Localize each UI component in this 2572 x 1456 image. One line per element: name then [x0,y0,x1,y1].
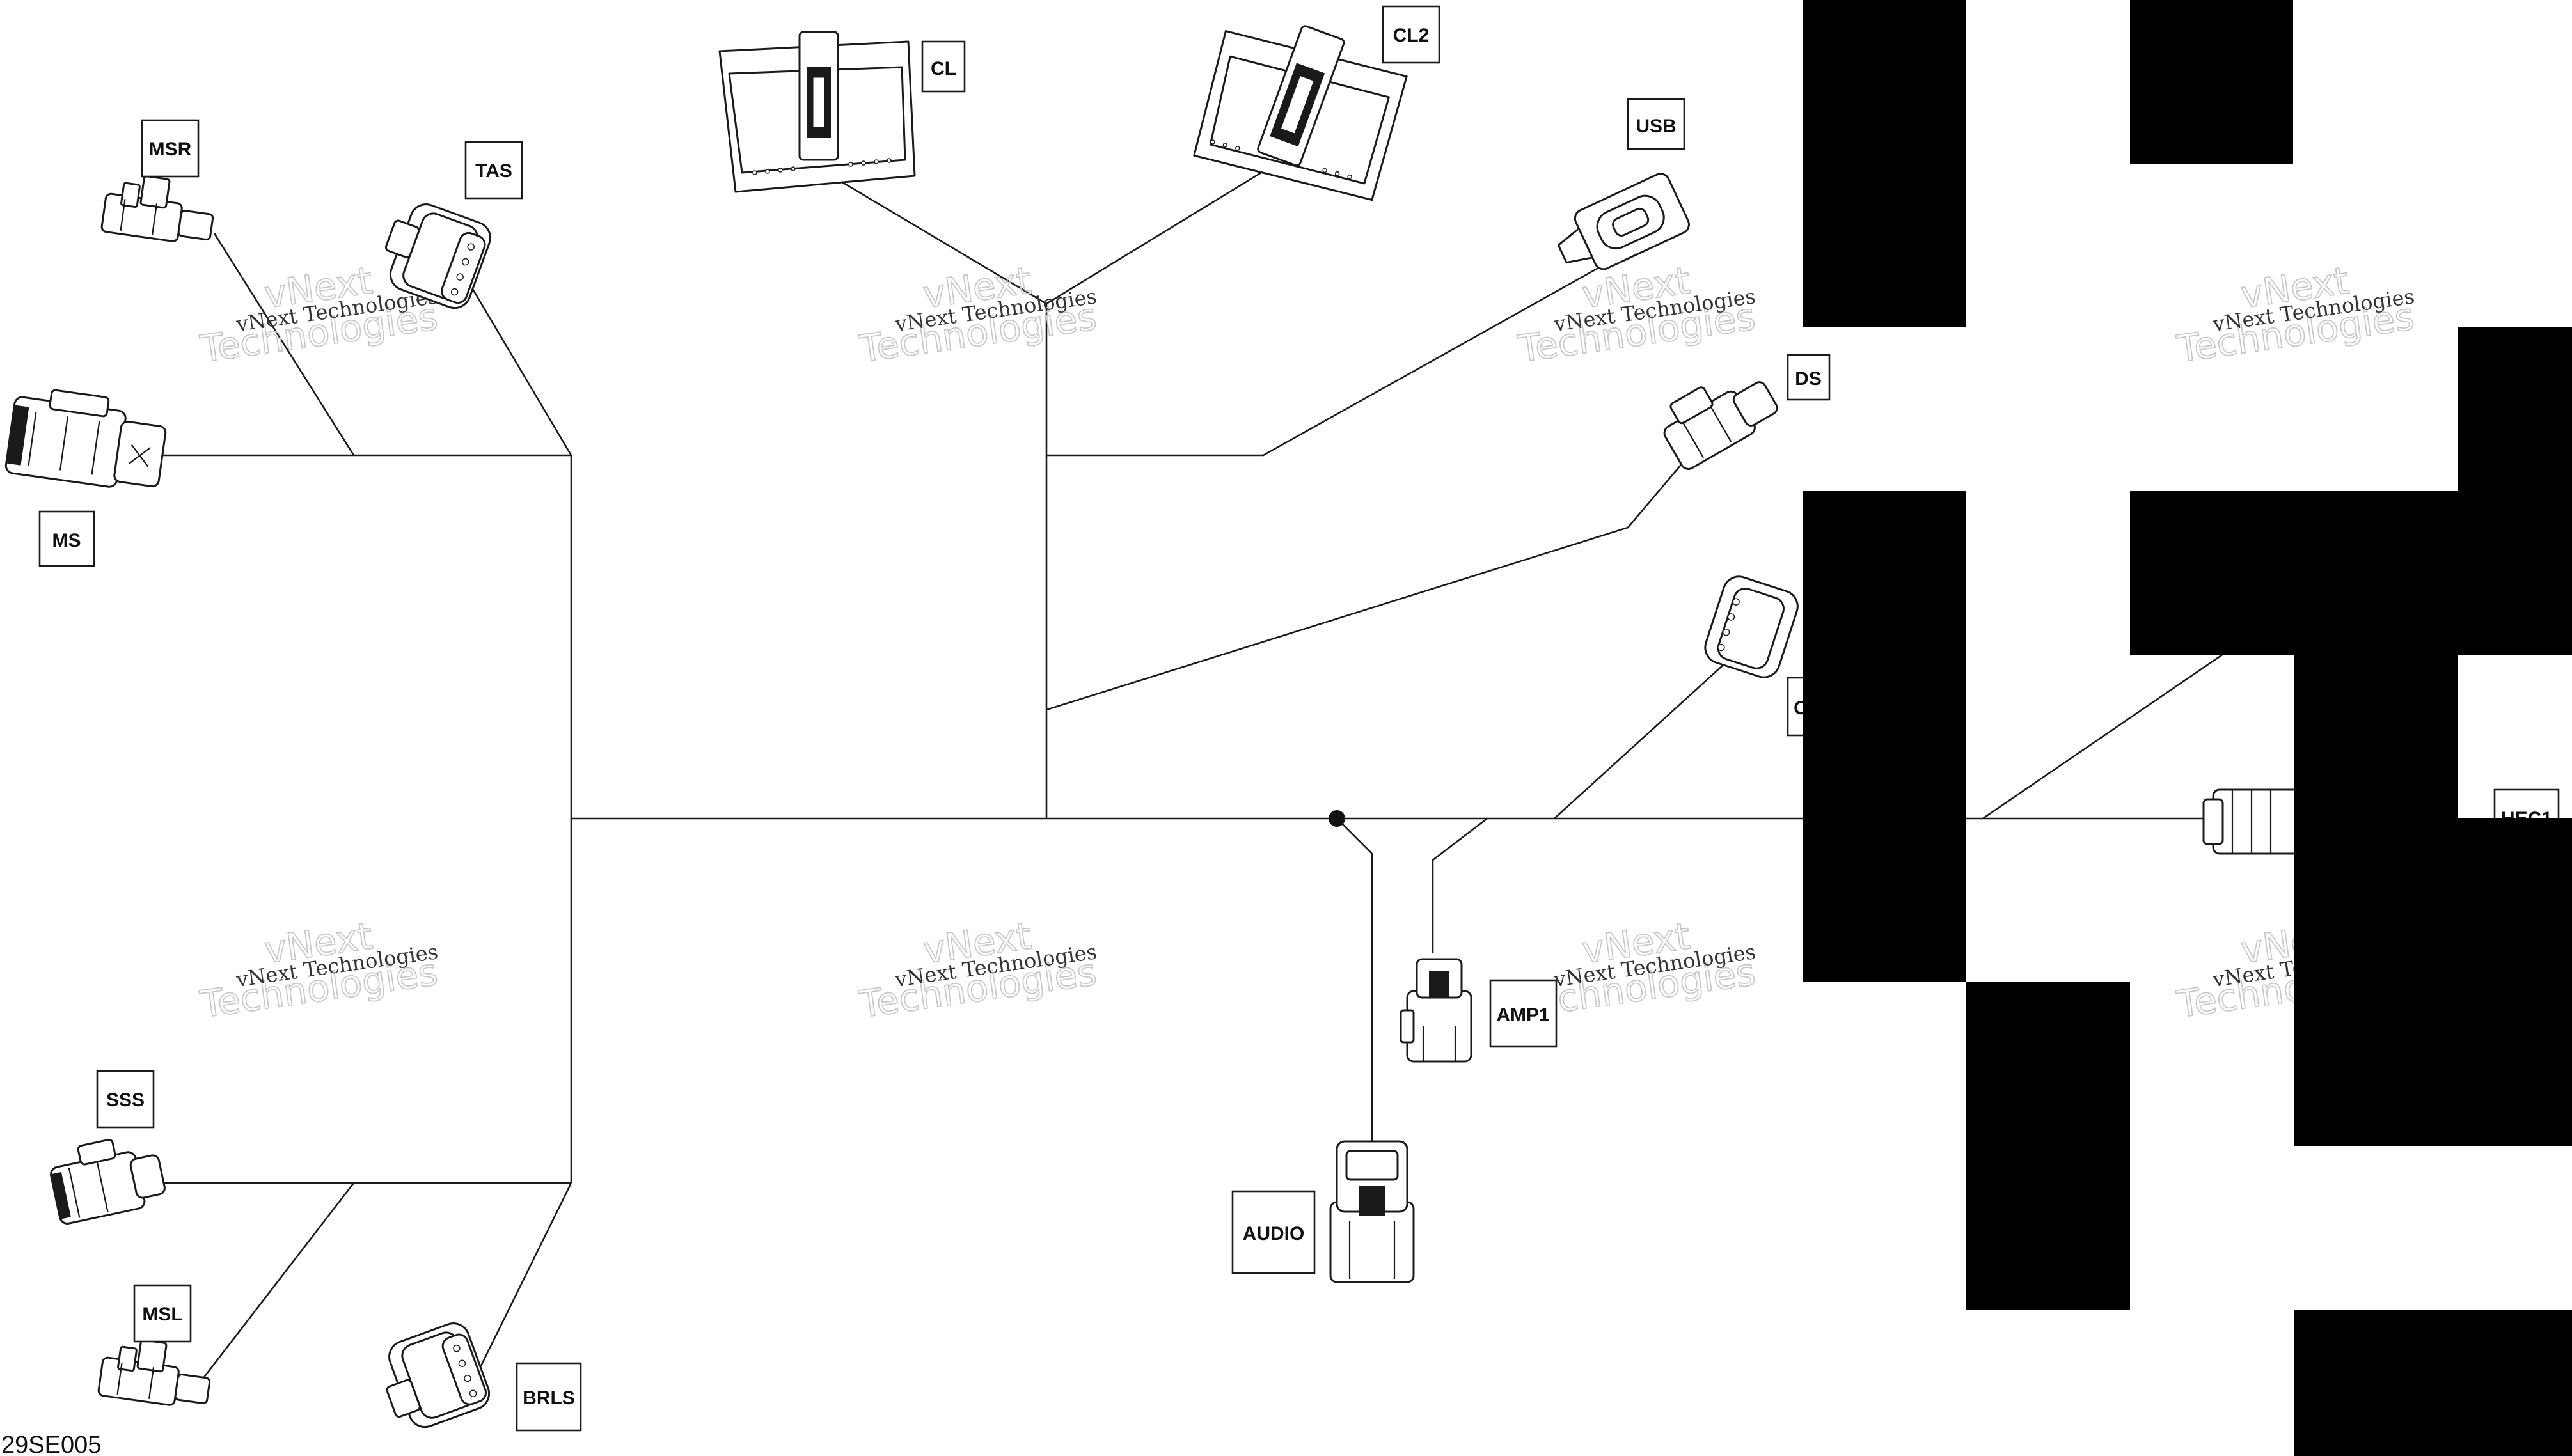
msl-branch-wire [202,1182,355,1379]
redaction-block [1966,982,2130,1310]
svg-text:TAS: TAS [475,160,512,182]
svg-text:MSR: MSR [149,139,192,160]
brls-connector-icon [386,1322,491,1429]
tas-connector-icon [384,203,491,309]
watermarks: vNext Technologies vNext Technologies vN… [197,258,2417,1026]
label-msr: MSR [141,119,200,178]
label-brls: BRLS [516,1362,582,1432]
amp1-branch-wire [1432,817,1488,953]
figure-code: 29SE005 [1,1432,101,1456]
watermark: vNext Technologies vNext Technologies [856,258,1100,371]
cl2-connector-icon [1193,25,1408,201]
redaction-block [2294,655,2458,1146]
redaction-blocks [1803,0,2572,1456]
svg-text:BRLS: BRLS [523,1388,575,1409]
svg-text:AMP1: AMP1 [1496,1005,1549,1026]
audio-branch-wire [1336,818,1373,1145]
watermark: vNext Technologies vNext Technologies [2174,258,2417,371]
svg-text:MS: MS [52,530,81,551]
usb-branch-wire [1046,261,1609,457]
hidden-connector-branch-wire [1554,658,1731,819]
svg-text:MSL: MSL [142,1304,182,1325]
audio-connector-icon [1329,1140,1415,1283]
label-usb: USB [1627,98,1685,150]
sss-connector-icon [50,1138,166,1225]
redaction-block [2130,0,2293,164]
redaction-block [2130,491,2458,655]
hec1-connector-icon [2202,788,2317,855]
redaction-block [1803,491,1966,982]
hidden-connector-icon [1704,575,1799,678]
redaction-block [2458,327,2572,655]
splice-point [1329,810,1345,827]
label-tas: TAS [464,141,523,200]
svg-text:DS: DS [1795,368,1822,389]
cl2-branch-wire [1046,168,1267,305]
label-ms: MS [38,510,95,567]
svg-text:AUDIO: AUDIO [1243,1223,1305,1244]
label-cl: CL [921,40,966,93]
hec1-branch-wire [1982,651,2227,820]
brls-branch-wire [475,1182,572,1375]
watermark: vNext Technologies vNext Technologies [197,913,441,1026]
tas-branch-wire [459,268,572,456]
ds-branch-wire [1046,444,1699,711]
redaction-block [1803,0,1966,327]
watermark: vNext Technologies vNext Technologies [1515,258,1758,371]
msr-connector-icon [100,175,214,242]
label-cl2: CL2 [1382,5,1440,64]
msr-branch-wire [213,233,355,456]
msl-connector-icon [97,1339,211,1406]
svg-text:CL: CL [931,58,956,79]
harness-wires [147,168,2227,1379]
redaction-block [2458,818,2572,1146]
amp1-connector-icon [1400,958,1472,1063]
ds-connector-icon [1663,381,1778,470]
watermark: vNext Technologies vNext Technologies [856,913,1100,1026]
cl-connector-icon [718,31,916,193]
svg-text:SSS: SSS [106,1090,145,1111]
label-msl: MSL [133,1284,192,1343]
label-amp1: AMP1 [1489,979,1558,1048]
label-sss: SSS [96,1070,155,1129]
ms-connector-icon [4,389,167,488]
svg-text:CL2: CL2 [1393,25,1430,46]
label-audio: AUDIO [1231,1190,1316,1274]
cl-branch-wire [831,175,1047,305]
redaction-block [2294,1310,2572,1456]
svg-text:USB: USB [1636,116,1676,137]
label-ds: DS [1787,354,1831,401]
usb-connector-icon [1557,173,1690,270]
